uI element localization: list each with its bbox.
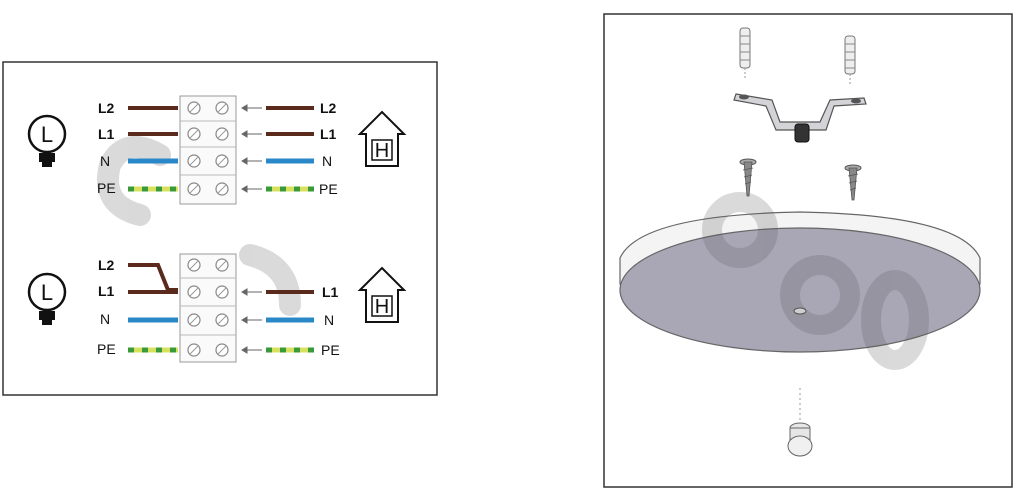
left-label-n: N	[100, 153, 110, 169]
insert-arrows	[241, 104, 262, 193]
wiring-bottom-section: L L2 L1 N PE	[27, 253, 407, 363]
left-label-pe: PE	[97, 341, 116, 357]
bulb-letter: L	[41, 122, 53, 147]
light-bulb-icon: L	[27, 272, 67, 325]
watermark-right	[702, 192, 929, 370]
right-label-n: N	[322, 153, 332, 169]
insert-arrows	[241, 288, 262, 354]
wiring-panel: L L2 L1 N PE	[2, 61, 438, 396]
right-label-n: N	[324, 312, 334, 328]
house-letter: H	[375, 296, 389, 318]
mounting-bracket-icon	[733, 93, 867, 143]
house-icon: H	[357, 266, 407, 323]
right-label-l2: L2	[320, 100, 337, 116]
house-icon: H	[357, 110, 407, 167]
cap-nut-icon	[787, 388, 813, 457]
right-label-pe: PE	[321, 342, 340, 358]
watermark-left	[97, 136, 301, 316]
light-bulb-icon: L	[27, 114, 67, 167]
screw-terminal-icon	[179, 95, 237, 205]
right-label-l1: L1	[322, 284, 339, 300]
left-label-n: N	[100, 311, 110, 327]
ceiling-canopy-disc	[619, 211, 981, 353]
house-letter: H	[375, 140, 389, 162]
left-label-l1: L1	[98, 126, 115, 142]
left-label-pe: PE	[97, 180, 116, 196]
screw-terminal-icon	[179, 253, 237, 363]
left-label-l2: L2	[98, 100, 115, 116]
wiring-top-section: L L2 L1 N PE	[27, 95, 407, 205]
right-label-l1: L1	[320, 126, 337, 142]
mounting-panel	[603, 13, 1013, 488]
bulb-letter: L	[41, 280, 53, 305]
left-label-l1: L1	[98, 283, 115, 299]
right-label-pe: PE	[319, 181, 338, 197]
screw-icon	[739, 158, 757, 197]
wall-plug-icon	[844, 35, 856, 84]
left-label-l2: L2	[98, 257, 115, 273]
wall-plug-icon	[739, 27, 751, 78]
screw-icon	[844, 164, 862, 201]
